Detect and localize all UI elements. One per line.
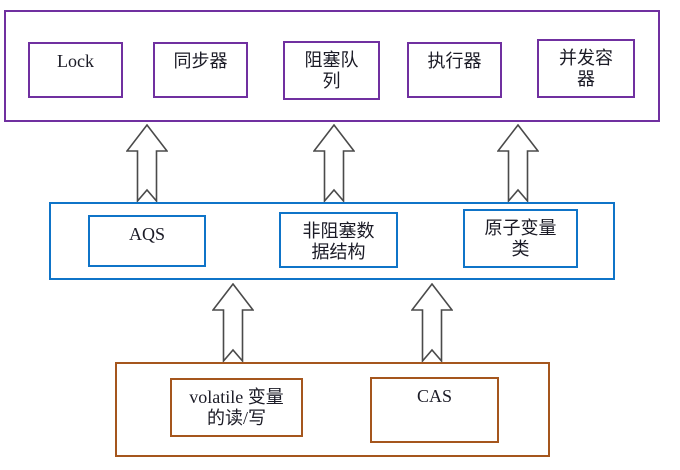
box-cas: CAS (370, 377, 499, 443)
box-executor: 执行器 (407, 42, 502, 98)
box-synchronizer: 同步器 (153, 42, 248, 98)
box-atomic-variable-class: 原子变量 类 (463, 209, 578, 268)
box-lock: Lock (28, 42, 123, 98)
box-concurrent-container: 并发容 器 (537, 39, 635, 98)
box-volatile-read-write: volatile 变量 的读/写 (170, 378, 303, 437)
up-arrow-icon (125, 123, 169, 204)
up-arrow-icon (496, 123, 540, 204)
up-arrow-icon (410, 282, 454, 364)
box-blocking-queue: 阻塞队 列 (283, 41, 380, 100)
box-nonblocking-data-structure: 非阻塞数 据结构 (279, 212, 398, 268)
up-arrow-icon (312, 123, 356, 204)
up-arrow-icon (211, 282, 255, 364)
box-aqs: AQS (88, 215, 206, 267)
